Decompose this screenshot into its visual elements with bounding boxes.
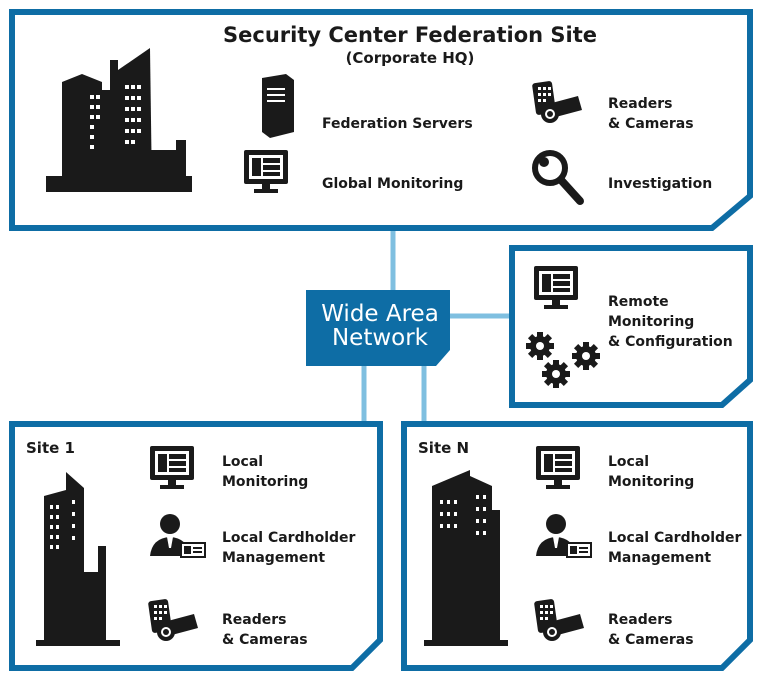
investigation-label: Investigation (608, 176, 713, 192)
wan-label-2: Network (331, 325, 429, 351)
site-1-monitoring-1: Local (222, 454, 264, 470)
site-n-cardholder-2: Management (608, 550, 712, 566)
magnifier-icon (532, 150, 584, 205)
site-n-readers-1: Readers (608, 612, 673, 628)
building-icon (36, 472, 120, 646)
wan-box (306, 290, 450, 366)
remote-label-2: Monitoring (608, 314, 695, 330)
remote-label-3: & Configuration (608, 334, 733, 350)
server-icon (262, 74, 294, 138)
site-n-monitoring-2: Monitoring (608, 474, 695, 490)
federation-servers-label: Federation Servers (322, 116, 473, 132)
site-n-cardholder-1: Local Cardholder (608, 530, 742, 546)
site-n-building-icon (424, 470, 508, 646)
site-n-readers-2: & Cameras (608, 632, 694, 648)
remote-label-1: Remote (608, 294, 669, 310)
site-1-cardholder-1: Local Cardholder (222, 530, 356, 546)
site-n-monitoring-1: Local (608, 454, 650, 470)
hq-readers-label-2: & Cameras (608, 116, 694, 132)
site-1-readers-2: & Cameras (222, 632, 308, 648)
site-1-readers-1: Readers (222, 612, 287, 628)
hq-readers-label-1: Readers (608, 96, 673, 112)
federation-subtitle: (Corporate HQ) (345, 49, 475, 67)
site-1-title: Site 1 (26, 439, 75, 457)
network-links (361, 226, 512, 424)
site-n-title: Site N (418, 439, 470, 457)
federation-title: Security Center Federation Site (223, 23, 597, 47)
wan-label-1: Wide Area (321, 301, 439, 327)
site-1-cardholder-2: Management (222, 550, 326, 566)
global-monitoring-label: Global Monitoring (322, 176, 464, 192)
city-skyline-icon (46, 48, 192, 192)
site-1-monitoring-2: Monitoring (222, 474, 309, 490)
